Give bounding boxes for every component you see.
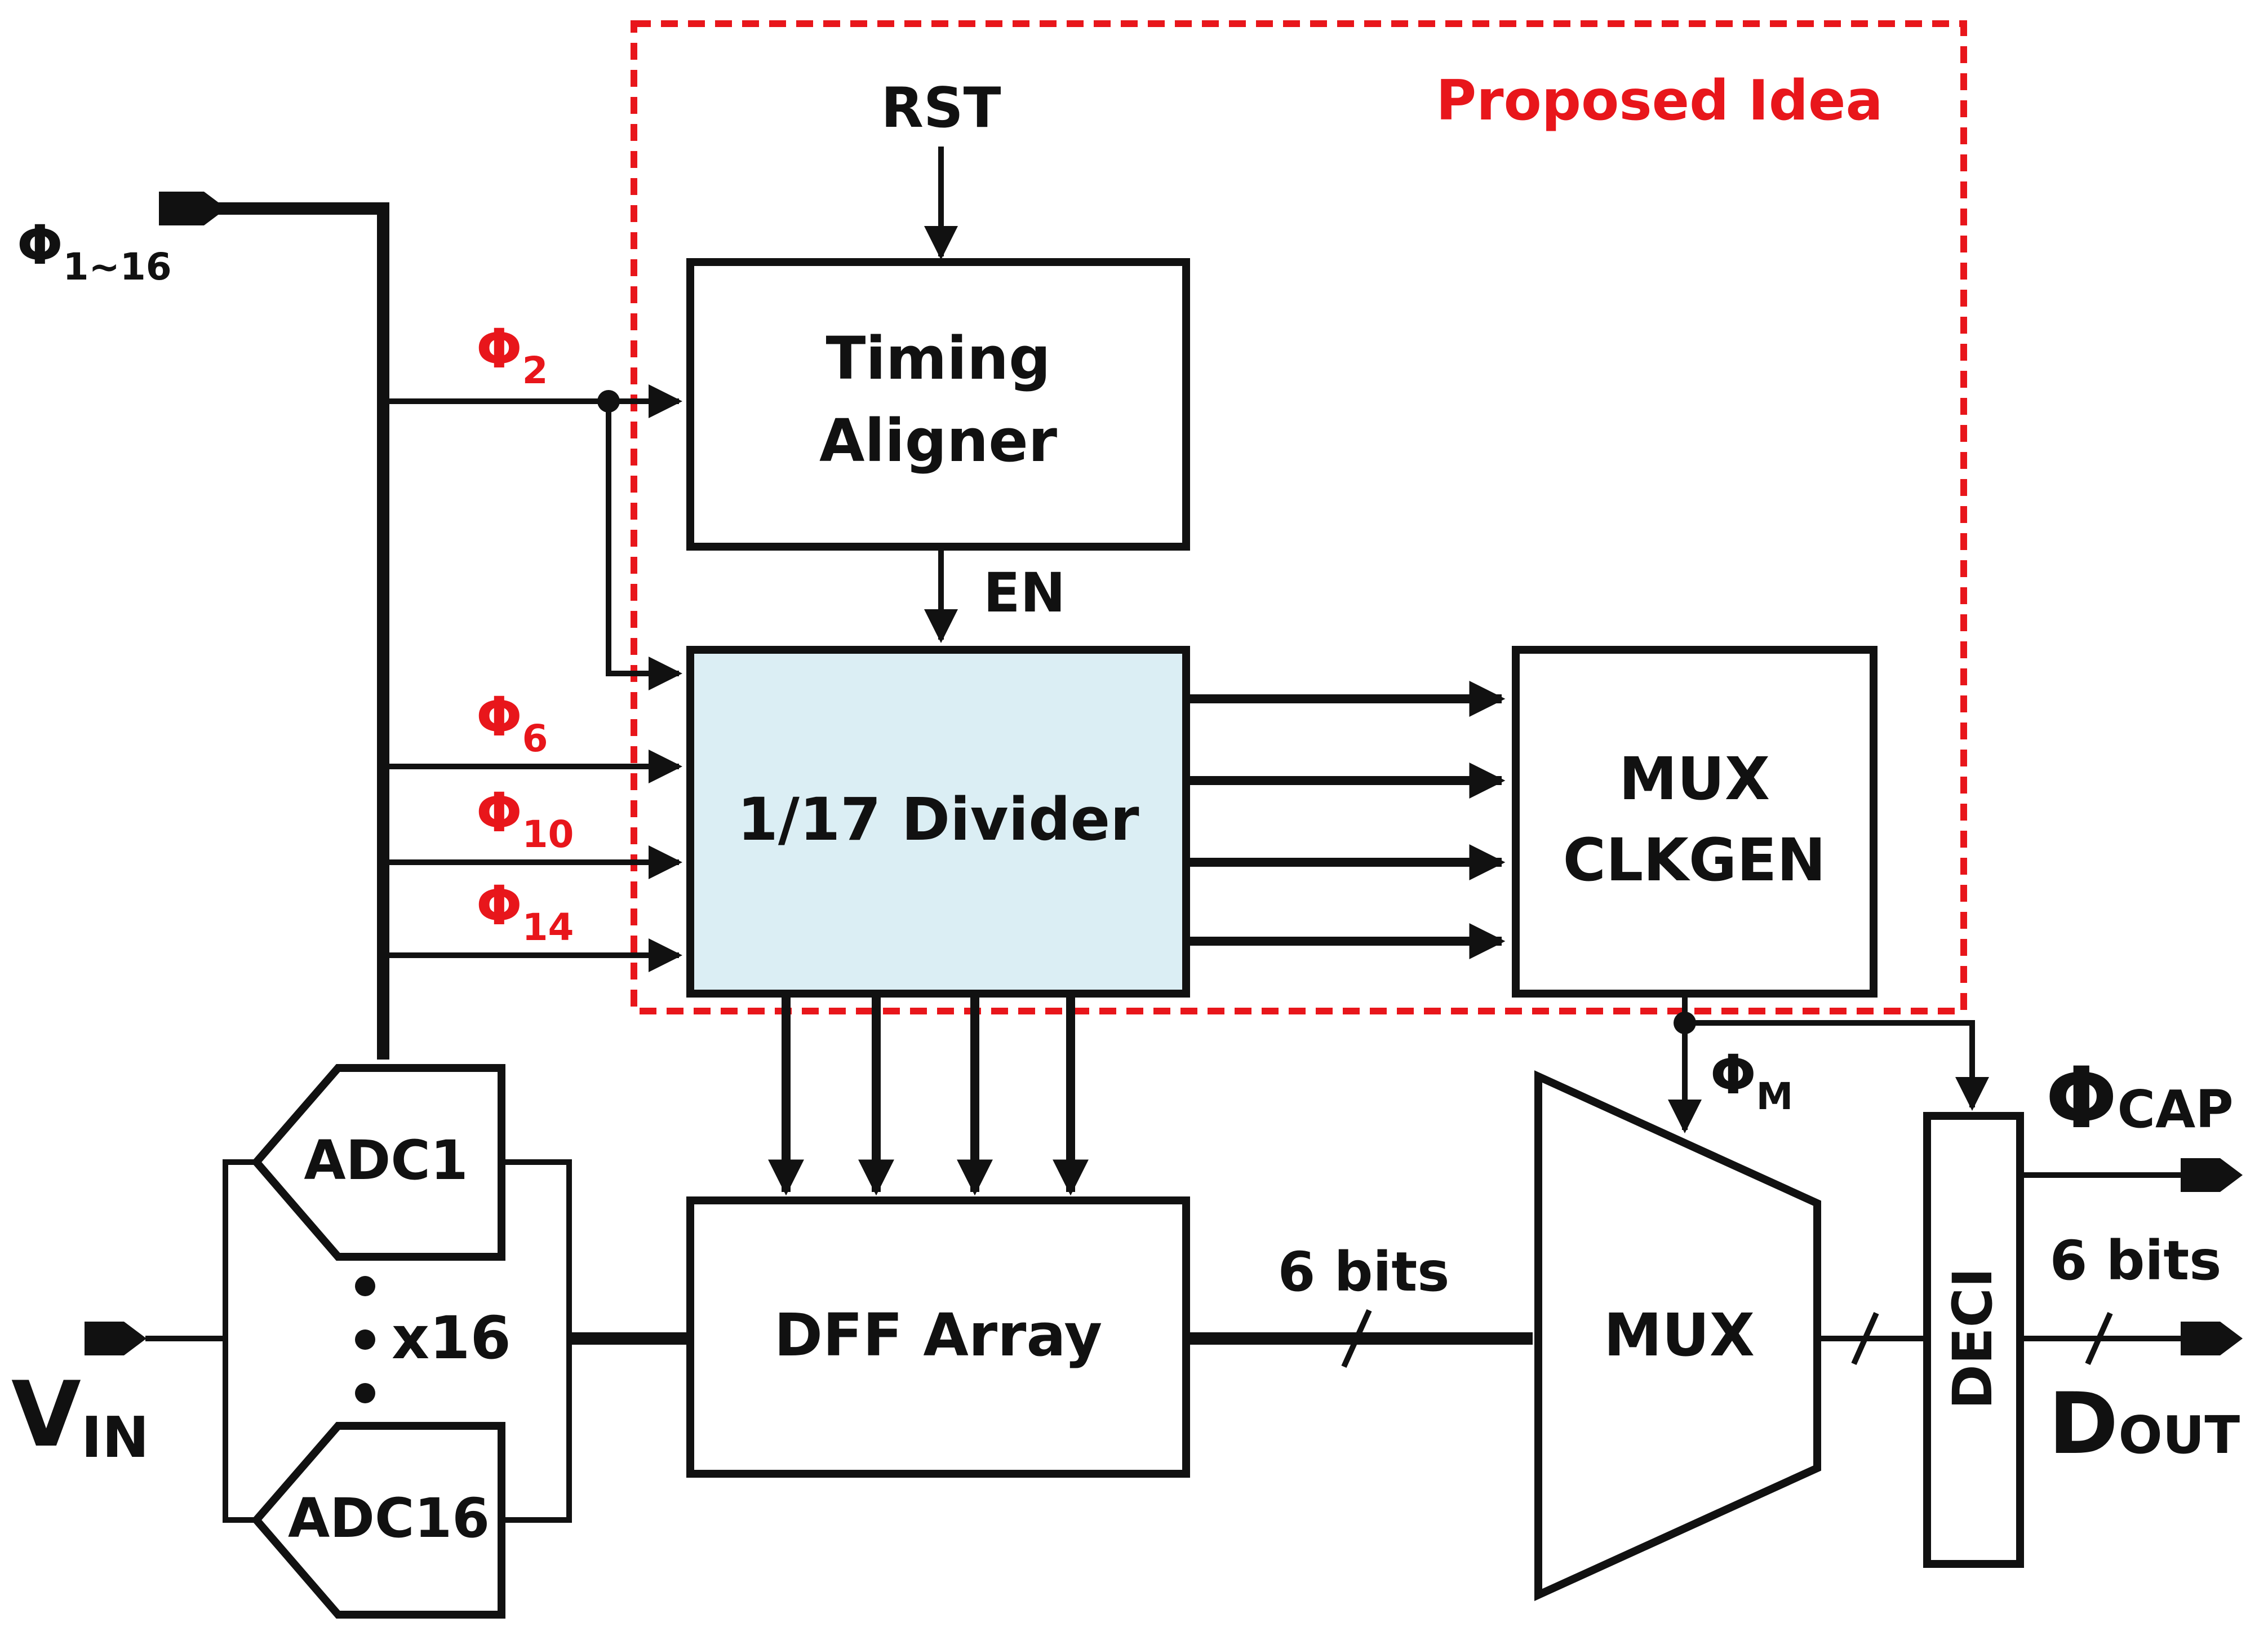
dff-mux-bus-width: 6 bits [1278,1240,1450,1304]
dout-port [2181,1322,2243,1355]
adc1-block [251,1064,505,1261]
mux-clkgen-label-line2: CLKGEN [1563,826,1826,894]
phi-cap-port [2181,1158,2243,1192]
phi14-label: Φ14 [476,874,574,949]
timing-aligner-block [686,258,1190,551]
rst-label: RST [881,76,1001,140]
adc-merge-wire [501,1159,572,1523]
ellipsis-dot-3 [355,1383,375,1403]
en-label: EN [983,561,1066,624]
adc1-label: ADC1 [304,1129,468,1192]
mux-label: MUX [1604,1301,1755,1369]
mux-clkgen-label-line1: MUX [1619,744,1770,813]
phi2-label: Φ2 [476,317,548,392]
mux-block [1534,1070,1821,1601]
phi6-label: Φ6 [476,685,548,760]
vin-label: VIN [11,1362,149,1470]
phi-m-label: ΦM [1710,1043,1793,1118]
phi2-divider-wire [606,401,682,690]
adc16-label: ADC16 [288,1487,490,1550]
mux-clkgen-block [1512,646,1878,998]
proposed-idea-region [631,20,1967,1014]
phi10-label: Φ10 [476,781,574,856]
ellipsis-dot-1 [355,1276,375,1296]
phi-m-deci-wire [1685,1020,1989,1111]
vin-fanout [223,1159,256,1523]
dout-bus-width: 6 bits [2050,1229,2222,1292]
adc16-block [251,1422,505,1619]
timing-aligner-label-line1: Timing [825,324,1050,393]
phi-clock-bus [204,202,389,1060]
vin-port [85,1322,147,1355]
deci-label: DECI [1941,1267,2004,1409]
deci-block [1923,1112,2024,1568]
phi-cap-label: ΦCAP [2045,1049,2234,1147]
dout-slash [2085,1311,2113,1366]
ellipsis-dot-2 [355,1329,375,1350]
dout-label: DOUT [2048,1375,2240,1473]
phi-all-label: Φ1~16 [17,214,172,289]
proposed-idea-label: Proposed Idea [1436,69,1883,133]
divider-block [686,646,1190,998]
divider-label: 1/17 Divider [738,785,1139,854]
dff-mux-bus-slash [1341,1309,1372,1368]
mux-deci-slash [1851,1311,1879,1366]
dff-array-label: DFF Array [774,1301,1102,1369]
timing-aligner-label-line2: Aligner [819,406,1057,475]
adc-count-label: x16 [392,1304,511,1372]
